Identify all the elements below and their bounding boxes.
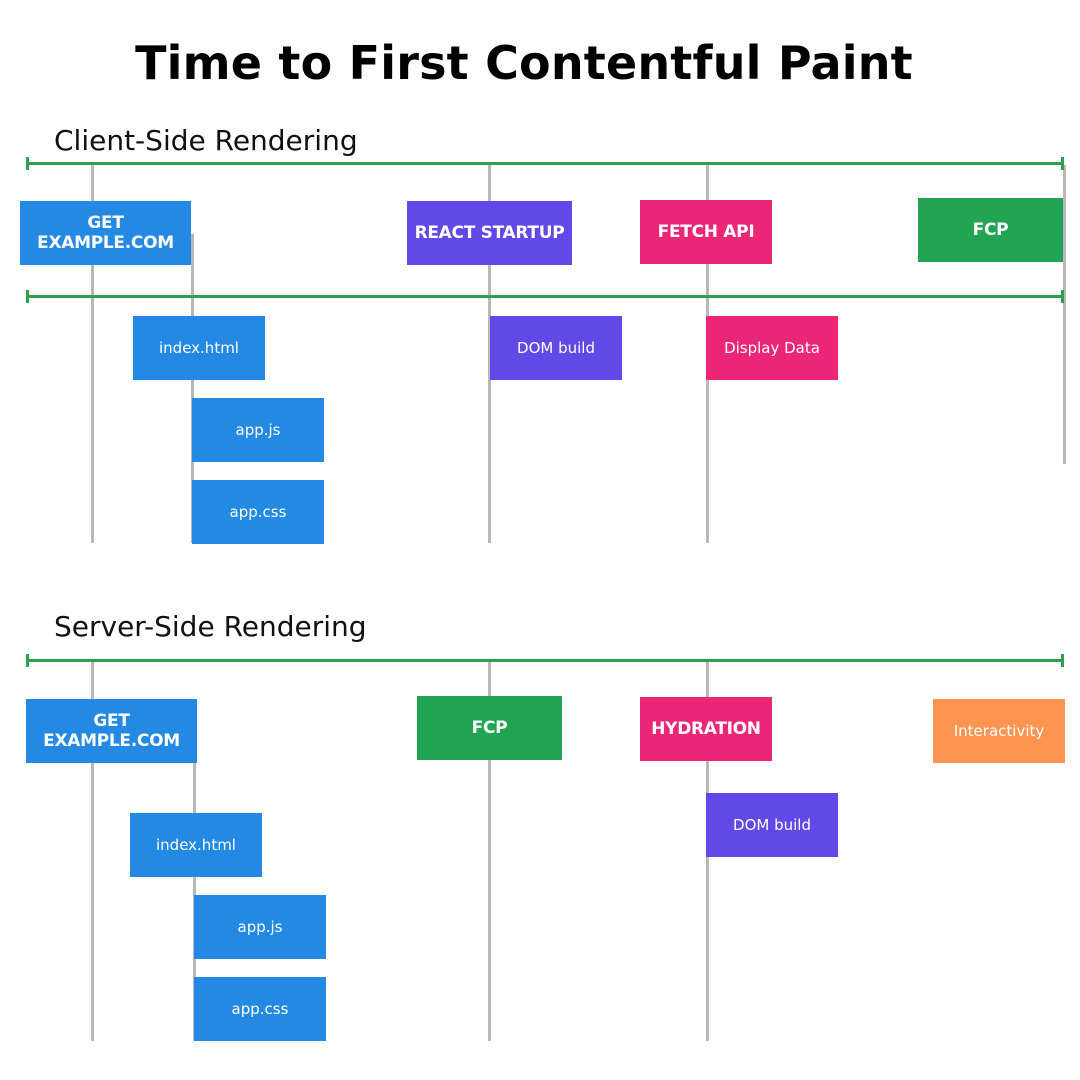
ssr-section-label: Server-Side Rendering [54, 610, 367, 643]
csr-app-css-box: app.css [192, 480, 324, 544]
csr-gridline-3 [488, 165, 491, 543]
ssr-hydration-box: HYDRATION [640, 697, 772, 761]
csr-fcp-box: FCP [918, 198, 1063, 262]
ssr-app-css-box: app.css [194, 977, 326, 1041]
ssr-app-js-box: app.js [194, 895, 326, 959]
page-title: Time to First Contentful Paint [135, 36, 913, 90]
csr-index-html-box: index.html [133, 316, 265, 380]
csr-dom-build-box: DOM build [490, 316, 622, 380]
ssr-gridline-2 [193, 731, 196, 1041]
csr-gridline-1 [91, 165, 94, 543]
ssr-gridline-3 [488, 662, 491, 1041]
csr-display-data-box: Display Data [706, 316, 838, 380]
ssr-get-example-box: GET EXAMPLE.COM [26, 699, 197, 763]
ssr-interactivity-box: Interactivity [933, 699, 1065, 763]
csr-gridline-5 [1063, 165, 1066, 464]
ssr-dom-build-box: DOM build [706, 793, 838, 857]
csr-gridline-2 [191, 234, 194, 543]
ssr-index-html-box: index.html [130, 813, 262, 877]
csr-react-startup-box: REACT STARTUP [407, 201, 572, 265]
csr-timeline-middle [26, 290, 1064, 303]
csr-timeline-top [26, 157, 1064, 170]
ssr-timeline-top [26, 654, 1064, 667]
csr-app-js-box: app.js [192, 398, 324, 462]
csr-section-label: Client-Side Rendering [54, 124, 358, 157]
csr-get-example-box: GET EXAMPLE.COM [20, 201, 191, 265]
ssr-fcp-box: FCP [417, 696, 562, 760]
csr-fetch-api-box: FETCH API [640, 200, 772, 264]
ssr-gridline-1 [91, 662, 94, 1041]
